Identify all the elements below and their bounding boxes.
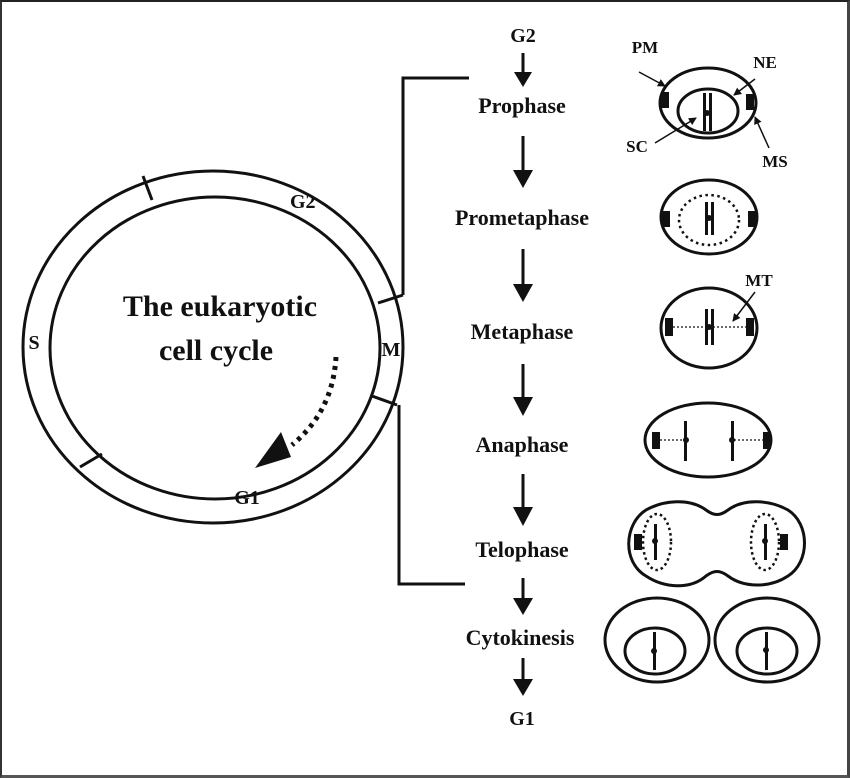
centromere xyxy=(763,647,769,653)
plasma-membrane-cleaving xyxy=(627,500,806,588)
centromere xyxy=(762,538,768,544)
mitotic-spindle-pole xyxy=(780,534,788,550)
centromere xyxy=(729,437,735,443)
nucleus xyxy=(623,626,687,676)
label-ms: MS xyxy=(762,152,788,171)
stage-label-prometaphase: Prometaphase xyxy=(455,205,589,230)
phase-label-m: M xyxy=(382,339,401,361)
cell-prophase: PM NE SC MS xyxy=(626,38,788,171)
cell-metaphase: MT xyxy=(659,271,773,370)
diagram-title-line1: The eukaryotic xyxy=(123,290,317,323)
centromere xyxy=(706,324,712,330)
centromere xyxy=(652,538,658,544)
flow-end-label: G1 xyxy=(509,708,535,730)
chromosome xyxy=(711,309,714,345)
cell-anaphase xyxy=(643,401,773,479)
phase-label-g1: G1 xyxy=(234,487,260,509)
arrowhead-icon xyxy=(255,432,291,468)
stage-flow: G2 Prophase Prometaphase Metaphase Anaph… xyxy=(455,25,589,730)
flow-arrow xyxy=(513,136,533,188)
mitotic-spindle-pole xyxy=(763,432,771,449)
nuclear-envelope-reforming xyxy=(749,512,781,572)
flow-arrow xyxy=(513,364,533,416)
cell-telophase xyxy=(627,500,806,588)
centromere xyxy=(651,648,657,654)
divider-s-g2 xyxy=(141,175,154,201)
nuclear-envelope-fragmented xyxy=(677,193,741,247)
cycle-direction-arrow xyxy=(255,356,339,468)
mitotic-spindle-pole xyxy=(662,211,670,227)
nuclear-envelope-reforming xyxy=(641,512,673,572)
centromere xyxy=(704,110,710,116)
plasma-membrane xyxy=(643,401,773,479)
mitotic-spindle-pole xyxy=(661,92,669,108)
mitotic-spindle-pole xyxy=(634,534,642,550)
flow-arrow xyxy=(513,249,533,302)
divider-g1-s xyxy=(79,452,103,469)
label-sc: SC xyxy=(626,137,648,156)
phase-label-g2: G2 xyxy=(290,191,316,213)
label-mt: MT xyxy=(745,271,773,290)
flow-start-label: G2 xyxy=(510,25,536,47)
stage-label-prophase: Prophase xyxy=(478,93,566,118)
divider-g2-m xyxy=(377,293,404,305)
plasma-membrane xyxy=(658,66,758,140)
flow-arrow xyxy=(513,474,533,526)
centromere xyxy=(683,437,689,443)
nucleus xyxy=(735,626,799,676)
phase-label-s: S xyxy=(28,332,39,354)
chromosome xyxy=(711,202,714,235)
plasma-membrane xyxy=(713,596,821,684)
ring-outer xyxy=(21,169,405,525)
stage-label-cytokinesis: Cytokinesis xyxy=(466,625,575,650)
plasma-membrane xyxy=(659,178,759,256)
mitotic-spindle-pole xyxy=(665,318,673,336)
centromere xyxy=(706,215,712,221)
mitotic-spindle-pole xyxy=(746,94,754,110)
cell-prometaphase xyxy=(659,178,759,256)
diagram-title-line2: cell cycle xyxy=(159,334,273,367)
flow-arrow xyxy=(513,578,533,615)
label-pm: PM xyxy=(632,38,658,57)
chromosome xyxy=(709,93,712,131)
plasma-membrane xyxy=(603,596,711,684)
mitotic-spindle-pole xyxy=(748,211,756,227)
nuclear-envelope xyxy=(676,87,740,135)
mitosis-bracket xyxy=(397,76,469,586)
cell-daughter-left xyxy=(603,596,711,684)
stage-label-telophase: Telophase xyxy=(475,537,569,562)
divider-m-g1 xyxy=(371,394,398,407)
flow-arrow xyxy=(514,53,532,87)
ring-inner xyxy=(48,195,382,501)
cell-daughter-right xyxy=(713,596,821,684)
stage-label-anaphase: Anaphase xyxy=(476,432,569,457)
stage-label-metaphase: Metaphase xyxy=(471,319,574,344)
flow-arrow xyxy=(513,658,533,696)
mitotic-spindle-pole xyxy=(652,432,660,449)
mitotic-spindle-pole xyxy=(746,318,754,336)
label-ne: NE xyxy=(753,53,777,72)
plasma-membrane xyxy=(659,286,759,370)
cell-cycle-ring xyxy=(21,169,405,525)
